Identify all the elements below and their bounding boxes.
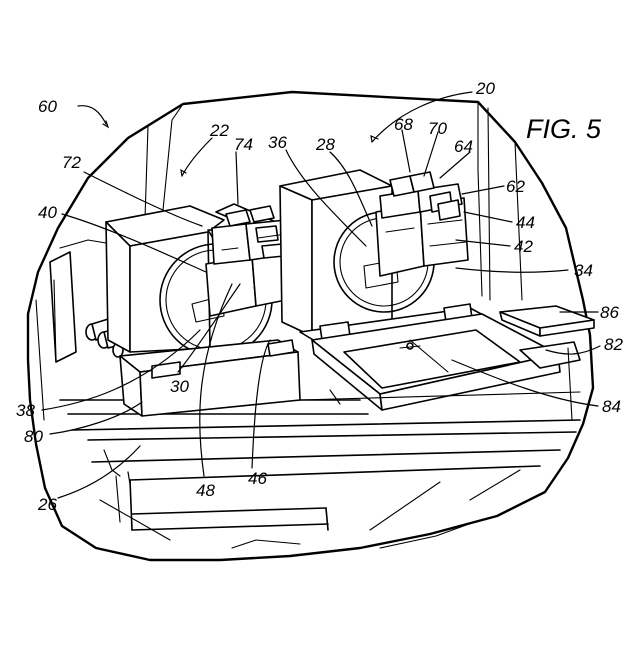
figure-title: FIG. 5 [526,114,602,144]
ref-84: 84 [602,397,621,416]
ref-64: 64 [454,137,473,156]
ref-68: 68 [394,115,413,134]
ref-42: 42 [514,237,533,256]
ref-20: 20 [475,79,495,98]
ref-62: 62 [506,177,525,196]
ref-74: 74 [234,135,253,154]
ref-86: 86 [600,303,619,322]
ref-38: 38 [16,401,35,420]
ref-40: 40 [38,203,57,222]
ref-28: 28 [315,135,335,154]
ref-48: 48 [196,481,215,500]
ref-26: 26 [37,495,57,514]
left-door-panel [36,252,76,420]
ref-82: 82 [604,335,623,354]
ref-36: 36 [268,133,287,152]
ref-72: 72 [62,153,81,172]
ref-30: 30 [170,377,189,396]
ref-44: 44 [516,213,535,232]
ref-34: 34 [574,261,593,280]
ref-46: 46 [248,469,267,488]
ref-22: 22 [209,121,229,140]
ref-80: 80 [24,427,43,446]
ref-70: 70 [428,119,447,138]
ref-60: 60 [38,97,57,116]
machine-bed [60,400,580,548]
